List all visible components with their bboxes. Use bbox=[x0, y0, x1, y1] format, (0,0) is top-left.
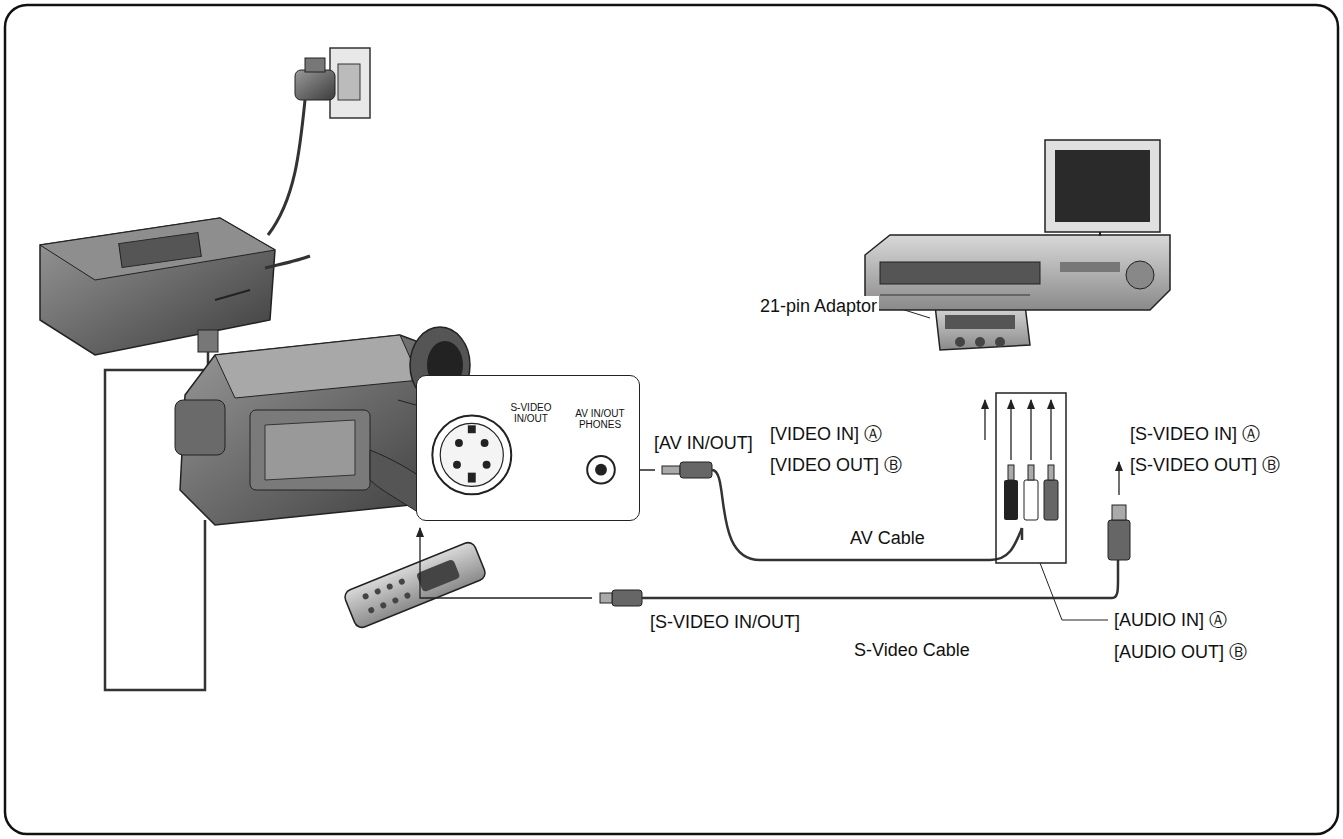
input-label: [AUDIO IN] Ⓐ bbox=[1112, 610, 1229, 631]
input-label: [VIDEO IN] Ⓐ bbox=[768, 424, 884, 445]
adaptor-label: 21-pin Adaptor bbox=[758, 296, 879, 317]
tv-monitor bbox=[1045, 140, 1160, 236]
jack-symbols bbox=[417, 376, 639, 520]
rca-plugs bbox=[985, 393, 1108, 620]
jack-label: [S-VIDEO IN/OUT] bbox=[648, 612, 802, 633]
scart-adaptor bbox=[898, 305, 1030, 350]
connector-panel: S-VIDEO IN/OUT AV IN/OUT PHONES bbox=[416, 375, 640, 521]
vcr bbox=[865, 235, 1170, 310]
frame bbox=[5, 5, 1338, 834]
remote-control bbox=[343, 540, 488, 630]
output-label: [AUDIO OUT] Ⓑ bbox=[1112, 642, 1249, 663]
output-label: [VIDEO OUT] Ⓑ bbox=[768, 455, 904, 476]
cable-label: AV Cable bbox=[848, 528, 927, 549]
jack-name: S-VIDEO IN/OUT bbox=[503, 402, 559, 424]
av-plug bbox=[622, 462, 1022, 560]
output-label: [S-VIDEO OUT] Ⓑ bbox=[1128, 455, 1282, 476]
wall-outlet bbox=[268, 48, 370, 235]
jack-name: AV IN/OUT PHONES bbox=[567, 408, 633, 430]
jack-label: [AV IN/OUT] bbox=[652, 433, 755, 454]
input-label: [S-VIDEO IN] Ⓐ bbox=[1128, 424, 1262, 445]
cable-label: S-Video Cable bbox=[852, 640, 972, 661]
